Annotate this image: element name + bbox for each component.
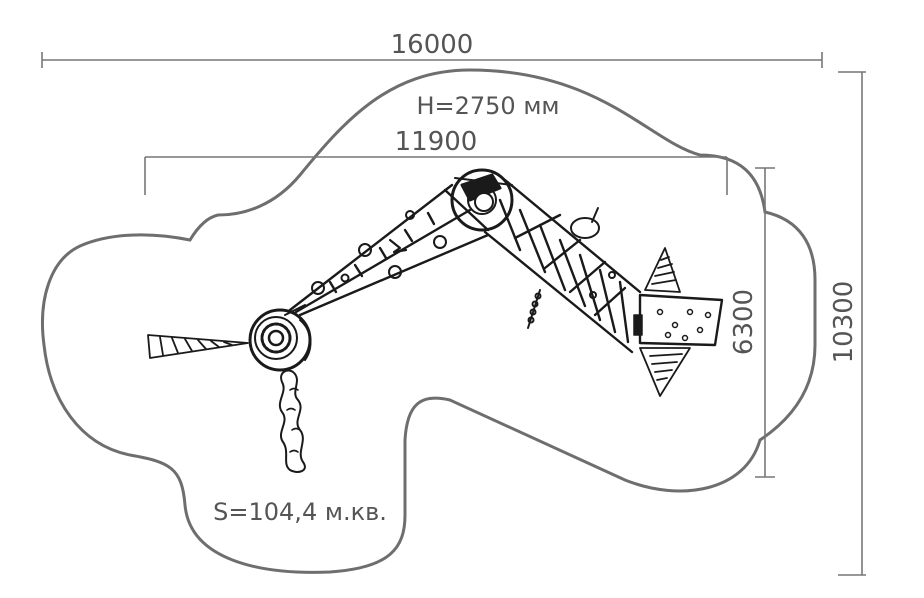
centre-tower — [450, 168, 514, 232]
right-lower-fin — [639, 347, 691, 397]
area-label: S=104,4 м.кв. — [213, 498, 387, 526]
dimension-11900-label: 11900 — [395, 127, 478, 157]
climbing-bridge — [288, 183, 490, 317]
left-round-tower — [248, 304, 312, 372]
dimension-16000-label: 16000 — [391, 30, 474, 60]
rope-ladder-grips — [286, 387, 301, 453]
dimension-10300-label: 10300 — [829, 281, 859, 364]
dimension-6300-label: 6300 — [729, 289, 759, 355]
dimension-11900-line — [144, 156, 728, 195]
dimension-10300-line — [838, 71, 866, 576]
dimension-6300-line — [755, 167, 775, 478]
rope-ladder — [278, 369, 306, 473]
hanging-chain — [527, 207, 599, 329]
climbing-wall-platform — [633, 293, 724, 347]
right-upper-fin — [644, 247, 681, 293]
height-label: H=2750 мм — [416, 92, 559, 120]
net-tunnel — [483, 178, 642, 354]
dimension-16000-line — [41, 52, 823, 68]
left-slide — [147, 334, 249, 359]
safety-zone-outline — [41, 68, 817, 574]
